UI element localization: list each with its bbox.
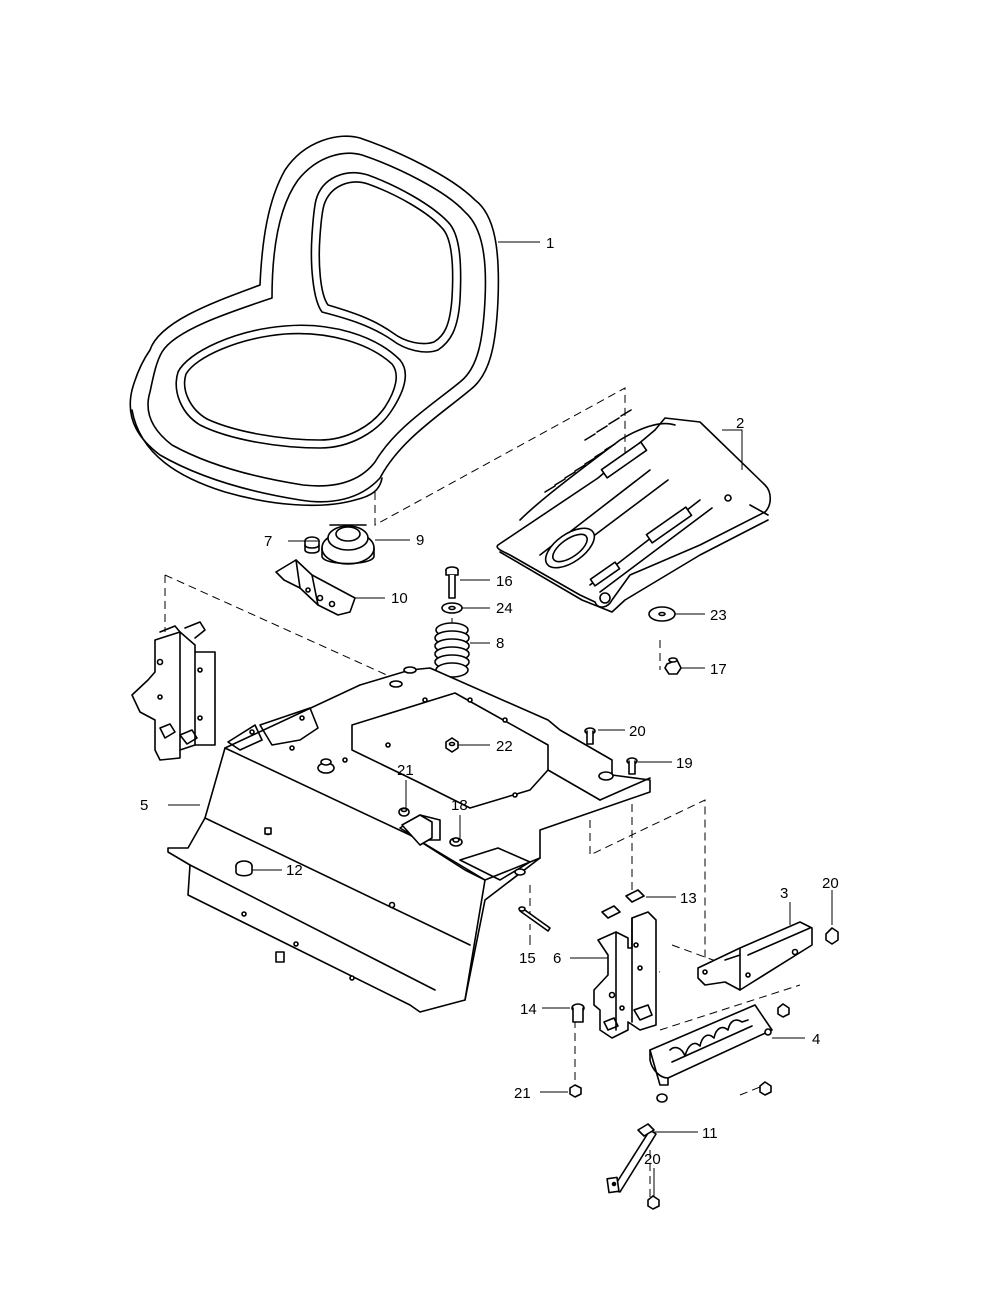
bolt-20-right	[825, 927, 839, 945]
callout-19: 19	[676, 755, 693, 772]
switch-bracket	[275, 559, 356, 616]
leader-lines	[168, 241, 833, 1196]
link-11	[606, 1123, 657, 1194]
callout-7: 7	[264, 533, 272, 550]
seat-switch	[321, 524, 375, 565]
callout-13: 13	[680, 890, 697, 907]
bolt-20-lower	[647, 1195, 660, 1210]
callout-14: 14	[520, 1001, 537, 1018]
callout-11: 11	[702, 1125, 718, 1142]
callout-21-lower: 21	[514, 1085, 531, 1102]
callout-8: 8	[496, 635, 504, 652]
seat-pan	[496, 409, 772, 613]
callout-3: 3	[780, 885, 788, 902]
callout-23: 23	[710, 607, 727, 624]
callout-15: 15	[519, 950, 536, 967]
callout-24: 24	[496, 600, 513, 617]
callout-6: 6	[553, 950, 561, 967]
seat-support-frame	[167, 666, 651, 1013]
callout-10: 10	[391, 590, 408, 607]
nut-22	[445, 737, 459, 753]
callout-20-lower: 20	[644, 1151, 661, 1168]
bolt-20-upper	[584, 727, 596, 745]
bolt-14	[571, 1003, 585, 1023]
nut-21-upper	[398, 807, 410, 817]
bolt-16	[445, 566, 459, 599]
callout-17: 17	[710, 661, 727, 678]
left-bracket	[131, 621, 216, 761]
nut-adjuster	[759, 1081, 772, 1096]
callout-1: 1	[546, 235, 554, 252]
adjuster-rail-4	[649, 1004, 773, 1103]
bracket-6	[593, 911, 657, 1039]
pin-15	[518, 906, 551, 932]
nut-21-lower	[569, 1084, 582, 1098]
nut-17	[664, 657, 682, 675]
callout-9: 9	[416, 532, 424, 549]
bolt-19	[626, 757, 638, 775]
callout-4: 4	[812, 1031, 820, 1048]
callout-labels: 1 2 3 4 5 6 7 8 9 10 11 12 13 14 15 16 1…	[140, 235, 839, 1168]
callout-20-upper: 20	[629, 723, 646, 740]
callout-5: 5	[140, 797, 148, 814]
callout-22: 22	[496, 738, 513, 755]
callout-20-right: 20	[822, 875, 839, 892]
clip-13	[601, 889, 645, 919]
slide-rail-3	[697, 921, 813, 991]
callout-12: 12	[286, 862, 303, 879]
bracket-18	[401, 814, 463, 847]
seat	[129, 135, 500, 507]
callout-16: 16	[496, 573, 513, 590]
nut-rail	[777, 1003, 790, 1018]
washer-24	[441, 602, 463, 614]
bushing	[304, 536, 320, 554]
plug-12	[235, 860, 253, 877]
callout-18: 18	[451, 797, 468, 814]
callout-2: 2	[736, 415, 744, 432]
spring-8	[434, 622, 470, 678]
washer-23	[648, 606, 676, 622]
callout-21-upper: 21	[397, 762, 414, 779]
